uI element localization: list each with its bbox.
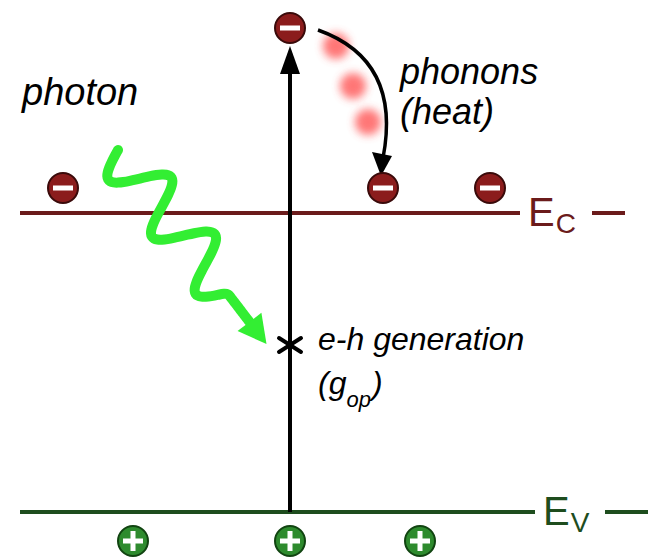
band-edge-label: E (543, 489, 570, 533)
minus-sign (480, 186, 500, 191)
valence-band-line (20, 510, 535, 514)
rate-symbol: ) (372, 366, 383, 401)
photon-wave (107, 150, 266, 344)
electron-circle (275, 13, 305, 43)
plus-sign (131, 531, 136, 551)
plus-sign (418, 531, 423, 551)
valence-band-dash (605, 510, 648, 514)
band-edge-subscript: V (571, 508, 590, 539)
phonon-label: phonons (heat) (400, 52, 615, 131)
electron (275, 13, 305, 43)
minus-sign (280, 26, 300, 31)
photon-arrowhead (238, 313, 267, 344)
band-edge-subscript: C (556, 209, 576, 240)
hole-circle (405, 526, 435, 556)
hole (275, 526, 305, 556)
photon-label: photon (22, 72, 138, 114)
rate-symbol: (g (318, 366, 346, 401)
electron (368, 173, 398, 203)
electron (475, 173, 505, 203)
electron-circle (48, 173, 78, 203)
relaxation-arrow (318, 30, 387, 158)
conduction-band-line (20, 211, 520, 215)
electron-circle (475, 173, 505, 203)
hole (405, 526, 435, 556)
process-label: e-h generation (318, 322, 524, 357)
generation-star (279, 332, 301, 358)
electron (48, 173, 78, 203)
minus-sign (373, 186, 393, 191)
holes (118, 526, 435, 556)
plus-sign (288, 531, 293, 551)
arrowhead (280, 46, 300, 74)
electron-circle (368, 173, 398, 203)
hole-circle (118, 526, 148, 556)
excitation-arrow (288, 70, 292, 512)
band-edge-label: E (528, 190, 555, 234)
photon-wave-path (107, 150, 258, 333)
minus-sign (53, 186, 73, 191)
hole (118, 526, 148, 556)
hole-circle (275, 526, 305, 556)
rate-subscript: op (346, 388, 370, 412)
conduction-band-dash (592, 211, 625, 215)
